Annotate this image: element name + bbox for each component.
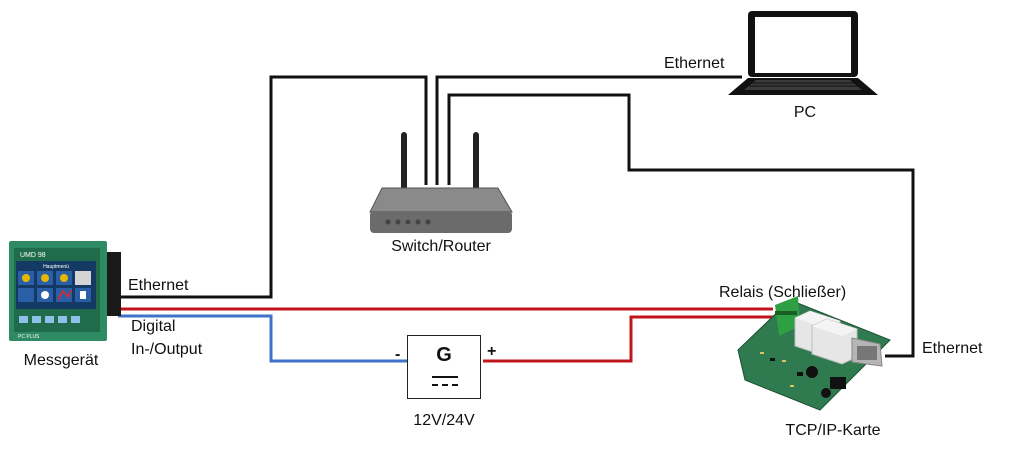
router-icon xyxy=(369,132,513,233)
device-model-text: UMD 98 xyxy=(20,252,46,259)
digital-io-wire xyxy=(118,314,407,363)
generator-letter: G xyxy=(436,344,452,366)
device-screen-title: Hauptmenü xyxy=(43,264,69,270)
in-output-label: In-/Output xyxy=(131,341,203,358)
pc-label: PC xyxy=(793,104,817,121)
ethernet-wires xyxy=(118,75,915,358)
ethernet-wire-messgeraet xyxy=(118,75,428,299)
ethernet-karte-label: Ethernet xyxy=(922,340,983,357)
positive-wires xyxy=(118,307,773,363)
ethernet-pc-label: Ethernet xyxy=(664,55,725,72)
ethernet-wire-tcp-card xyxy=(447,93,915,358)
ethernet-messgeraet-label: Ethernet xyxy=(128,277,189,294)
dc-symbol-icon xyxy=(432,376,458,386)
plus-sign: + xyxy=(487,343,497,360)
power-supply-label: 12V/24V xyxy=(413,412,475,429)
ethernet-wire-pc xyxy=(435,75,742,185)
messgeraet-label: Messgerät xyxy=(23,352,99,369)
switch-router-label: Switch/Router xyxy=(391,238,491,255)
laptop-icon xyxy=(728,11,878,95)
minus-sign: - xyxy=(395,346,401,363)
device-brand-text: PC PLUS xyxy=(18,334,40,340)
relais-label: Relais (Schließer) xyxy=(719,284,847,301)
generator-power-supply: G xyxy=(407,335,481,399)
tcp-ip-card xyxy=(737,296,891,411)
messgeraet-device: UMD 98 Hauptmenü PC PLUS xyxy=(9,241,121,341)
relay-wire-generator xyxy=(483,315,773,363)
digital-label: Digital xyxy=(131,318,176,335)
tcp-ip-karte-label: TCP/IP-Karte xyxy=(785,422,881,439)
